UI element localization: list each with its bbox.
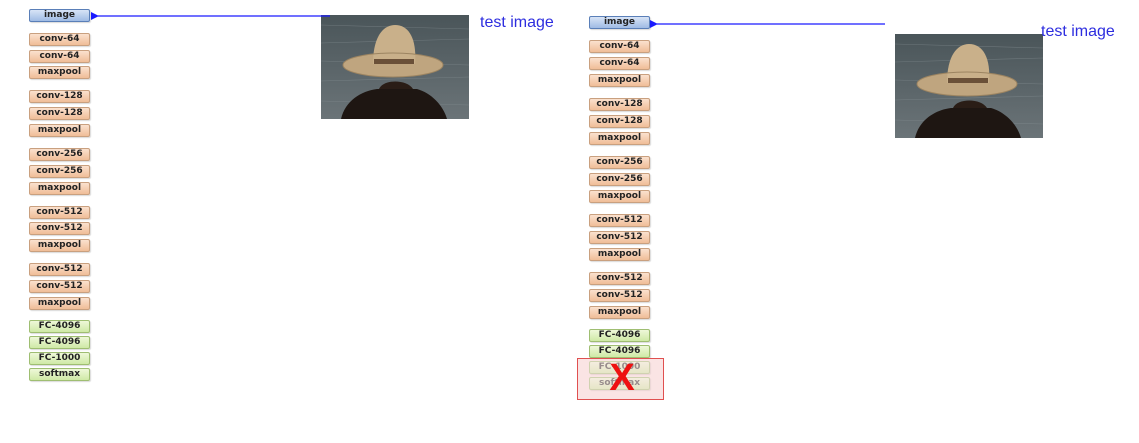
layer-fc-1000: FC-1000 xyxy=(29,352,90,365)
layer-maxpool-2: maxpool xyxy=(589,132,650,145)
layer-maxpool-1: maxpool xyxy=(589,74,650,87)
removed-layers-box xyxy=(577,358,664,400)
layer-fc-1000-removed: FC-1000 xyxy=(589,361,650,374)
layer-conv-512-4: conv-512 xyxy=(589,289,650,302)
layer-image: image xyxy=(589,16,650,29)
layer-image: image xyxy=(29,9,90,22)
layer-conv-64-1: conv-64 xyxy=(589,40,650,53)
layer-softmax-removed: softmax xyxy=(589,377,650,390)
layer-maxpool-1: maxpool xyxy=(29,66,90,79)
layer-conv-64-1: conv-64 xyxy=(29,33,90,46)
test-image-caption-left: test image xyxy=(480,14,554,31)
layer-softmax: softmax xyxy=(29,368,90,381)
layer-conv-256-1: conv-256 xyxy=(29,148,90,161)
layer-fc-4096-1: FC-4096 xyxy=(589,329,650,342)
test-image-caption-right: test image xyxy=(1041,23,1115,40)
layer-maxpool-5: maxpool xyxy=(589,306,650,319)
layer-conv-512-3: conv-512 xyxy=(29,263,90,276)
layer-fc-4096-2: FC-4096 xyxy=(29,336,90,349)
layer-conv-512-4: conv-512 xyxy=(29,280,90,293)
layer-fc-4096-2: FC-4096 xyxy=(589,345,650,358)
layer-conv-64-2: conv-64 xyxy=(589,57,650,70)
layer-conv-512-2: conv-512 xyxy=(589,231,650,244)
layer-conv-128-1: conv-128 xyxy=(589,98,650,111)
layer-conv-512-3: conv-512 xyxy=(589,272,650,285)
test-image-photo-left xyxy=(321,15,469,119)
layer-maxpool-5: maxpool xyxy=(29,297,90,310)
layer-conv-128-2: conv-128 xyxy=(589,115,650,128)
layer-conv-512-2: conv-512 xyxy=(29,222,90,235)
layer-maxpool-4: maxpool xyxy=(29,239,90,252)
layer-conv-256-2: conv-256 xyxy=(29,165,90,178)
layer-conv-256-2: conv-256 xyxy=(589,173,650,186)
layer-conv-128-1: conv-128 xyxy=(29,90,90,103)
layer-maxpool-3: maxpool xyxy=(589,190,650,203)
layer-maxpool-2: maxpool xyxy=(29,124,90,137)
layer-conv-256-1: conv-256 xyxy=(589,156,650,169)
test-image-photo-right xyxy=(895,34,1043,138)
remove-x-mark: X xyxy=(609,357,635,399)
layer-fc-4096-1: FC-4096 xyxy=(29,320,90,333)
layer-conv-128-2: conv-128 xyxy=(29,107,90,120)
layer-conv-512-1: conv-512 xyxy=(589,214,650,227)
layer-conv-512-1: conv-512 xyxy=(29,206,90,219)
layer-maxpool-3: maxpool xyxy=(29,182,90,195)
layer-conv-64-2: conv-64 xyxy=(29,50,90,63)
layer-maxpool-4: maxpool xyxy=(589,248,650,261)
